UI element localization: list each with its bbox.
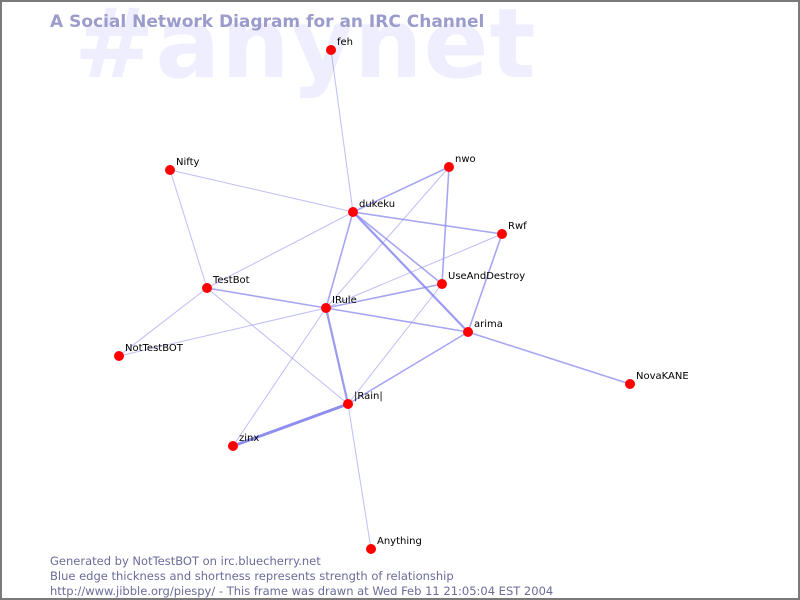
edge-Rain-Anything xyxy=(347,403,372,550)
diagram-title: A Social Network Diagram for an IRC Chan… xyxy=(50,12,485,32)
node-label: feh xyxy=(337,37,353,48)
edge-Rwf-IRule xyxy=(325,233,503,309)
edge-dukeku-IRule xyxy=(325,211,354,309)
node-dot[interactable] xyxy=(437,279,447,289)
node-dot[interactable] xyxy=(366,544,376,554)
edge-TestBot-NotTestBOT xyxy=(118,287,208,357)
edge-arima-Rain xyxy=(347,331,469,405)
edge-IRule-NotTestBOT xyxy=(118,307,327,357)
node-dot[interactable] xyxy=(228,441,238,451)
edge-Nifty-TestBot xyxy=(169,169,208,289)
node-zinx[interactable]: zinx xyxy=(228,433,259,451)
node-dot[interactable] xyxy=(165,165,175,175)
node-dot[interactable] xyxy=(343,399,353,409)
node-label: zinx xyxy=(239,433,259,444)
node-label: nwo xyxy=(455,154,476,165)
node-nwo[interactable]: nwo xyxy=(444,154,476,172)
node-dot[interactable] xyxy=(497,229,507,239)
node-dot[interactable] xyxy=(321,303,331,313)
node-NotTestBOT[interactable]: NotTestBOT xyxy=(114,343,184,361)
node-label: dukeku xyxy=(359,199,395,210)
node-IRule[interactable]: IRule xyxy=(321,295,357,313)
edge-UseAndDestroy-IRule xyxy=(325,283,443,309)
edge-nwo-IRule xyxy=(325,166,450,309)
node-dot[interactable] xyxy=(202,283,212,293)
node-UseAndDestroy[interactable]: UseAndDestroy xyxy=(437,271,525,289)
edge-TestBot-IRule xyxy=(206,287,327,309)
node-label: NotTestBOT xyxy=(125,343,184,354)
edge-dukeku-UseAndDestroy xyxy=(352,211,443,285)
node-dot[interactable] xyxy=(114,351,124,361)
node-TestBot[interactable]: TestBot xyxy=(202,275,250,293)
footer-generated-by: Generated by NotTestBOT on irc.bluecherr… xyxy=(50,554,321,568)
edge-arima-NovaKANE xyxy=(467,331,631,385)
edge-Nifty-dukeku xyxy=(169,169,354,213)
node-dot[interactable] xyxy=(348,207,358,217)
edge-TestBot-Rain xyxy=(206,287,349,405)
node-Anything[interactable]: Anything xyxy=(366,536,422,554)
edge-Rain-zinx xyxy=(232,402,349,448)
node-label: Anything xyxy=(377,536,422,547)
node-dot[interactable] xyxy=(444,162,454,172)
node-label: NovaKANE xyxy=(636,371,689,382)
node-label: IRule xyxy=(332,295,357,306)
edge-UseAndDestroy-Rain xyxy=(347,283,443,405)
edge-IRule-zinx xyxy=(232,307,327,447)
node-label: UseAndDestroy xyxy=(448,271,525,282)
node-label: Rwf xyxy=(508,221,527,232)
node-Rwf[interactable]: Rwf xyxy=(497,221,527,239)
node-Nifty[interactable]: Nifty xyxy=(165,157,200,175)
footer-source-timestamp: http://www.jibble.org/piespy/ - This fra… xyxy=(50,584,554,598)
footer-legend: Blue edge thickness and shortness repres… xyxy=(50,569,454,583)
node-label: TestBot xyxy=(212,275,250,286)
edge-nwo-dukeku xyxy=(352,166,450,213)
node-arima[interactable]: arima xyxy=(463,319,503,337)
node-dot[interactable] xyxy=(326,45,336,55)
node-dot[interactable] xyxy=(625,379,635,389)
edge-dukeku-TestBot xyxy=(206,211,354,289)
edge-IRule-arima xyxy=(325,307,469,333)
node-label: Nifty xyxy=(176,157,200,168)
edge-IRule-Rain xyxy=(324,307,350,405)
node-label: |Rain| xyxy=(354,391,383,402)
node-label: arima xyxy=(474,319,503,330)
node-dot[interactable] xyxy=(463,327,473,337)
edge-feh-dukeku xyxy=(330,49,354,213)
edge-Rwf-arima xyxy=(467,233,503,333)
node-feh[interactable]: feh xyxy=(326,37,353,55)
node-dukeku[interactable]: dukeku xyxy=(348,199,395,217)
channel-watermark: #anynet xyxy=(74,0,537,100)
footer: Generated by NotTestBOT on irc.bluecherr… xyxy=(50,554,554,598)
edges-layer xyxy=(118,49,631,550)
node-Rain[interactable]: |Rain| xyxy=(343,391,383,409)
edge-dukeku-Rwf xyxy=(352,211,503,235)
node-NovaKANE[interactable]: NovaKANE xyxy=(625,371,689,389)
